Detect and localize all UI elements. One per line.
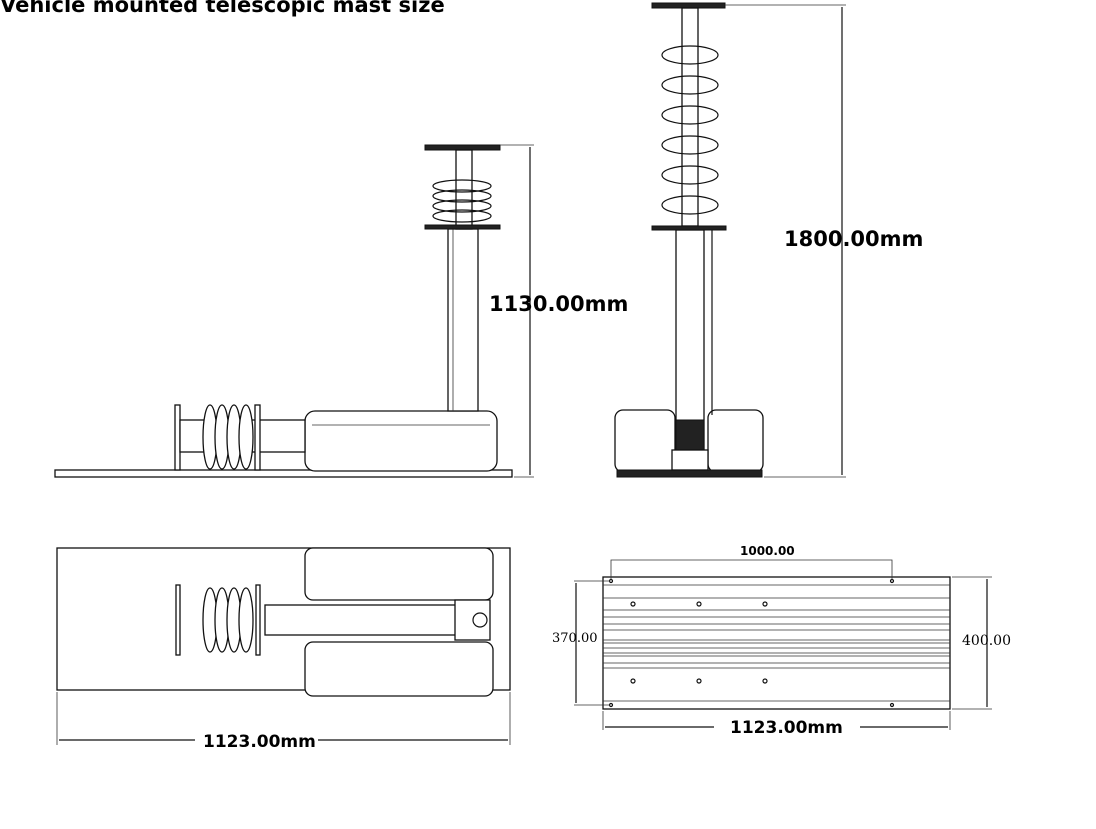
plate-width-label: 400.00 bbox=[962, 633, 1011, 649]
extended-height-label: 1800.00mm bbox=[784, 227, 923, 251]
base-plate-view: 1000.00 370.00 400.00 1123.00mm bbox=[552, 544, 1011, 738]
retracted-height-label: 1130.00mm bbox=[489, 292, 628, 316]
extended-coil-icon bbox=[661, 45, 719, 215]
top-view: 1123.00mm bbox=[56, 547, 511, 752]
side-view-retracted: 1130.00mm bbox=[54, 144, 628, 478]
plate-length-label: 1123.00mm bbox=[730, 718, 843, 738]
horizontal-coil-icon bbox=[202, 404, 254, 470]
drawing-title: Vehicle mounted telescopic mast size bbox=[0, 0, 445, 17]
hole-width-label: 370.00 bbox=[552, 631, 598, 646]
top-coil-icon bbox=[202, 587, 254, 653]
top-view-length-label: 1123.00mm bbox=[203, 732, 316, 752]
hole-spacing-label: 1000.00 bbox=[740, 544, 795, 558]
side-view-extended: 1800.00mm bbox=[614, 2, 923, 478]
coil-icon bbox=[432, 179, 492, 223]
